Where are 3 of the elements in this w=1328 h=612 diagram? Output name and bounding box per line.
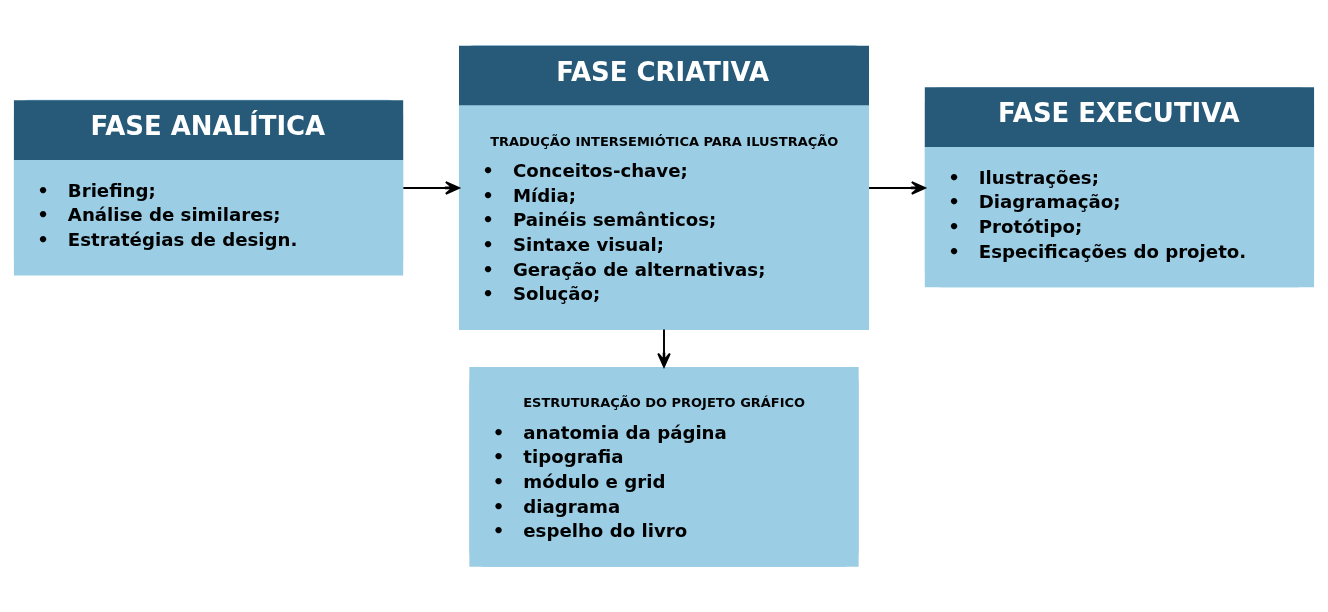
arrow (657, 328, 671, 368)
arrow (868, 181, 926, 195)
arrow (402, 181, 460, 195)
